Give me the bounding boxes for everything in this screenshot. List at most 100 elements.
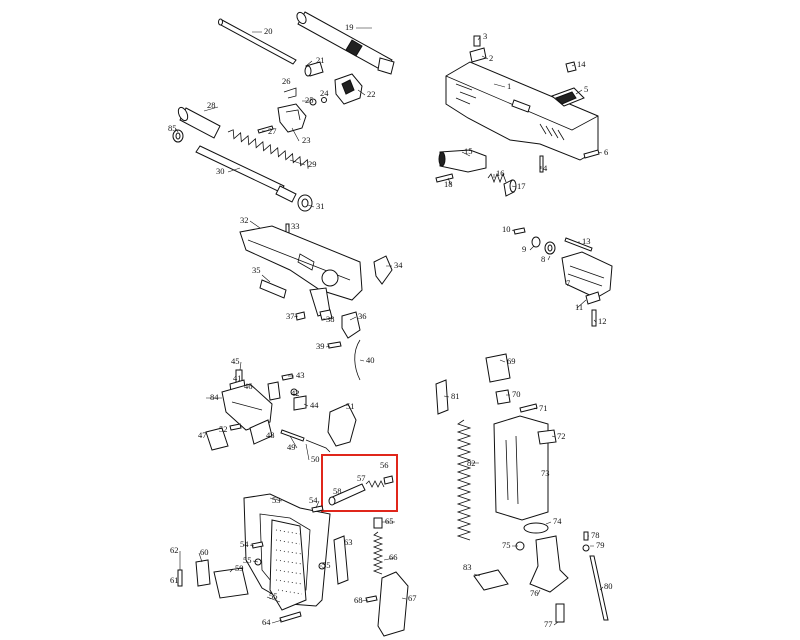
label-81: 81 — [451, 391, 460, 401]
label-55b: 55 — [322, 560, 331, 570]
part-80 — [589, 555, 609, 621]
part-50 — [305, 439, 331, 453]
label-78: 78 — [591, 530, 600, 540]
label-39: 39 — [316, 341, 325, 351]
part-51 — [327, 403, 357, 447]
part-3 — [473, 35, 481, 47]
label-13: 13 — [582, 236, 591, 246]
part-53-detail — [259, 513, 311, 593]
label-30: 30 — [216, 166, 225, 176]
part-19-muzzle — [296, 11, 307, 25]
part-38 — [319, 309, 333, 321]
part-19-barrel — [297, 11, 393, 73]
label-7: 7 — [566, 278, 570, 288]
label-12: 12 — [598, 316, 607, 326]
part-1-slide — [445, 61, 599, 161]
label-26: 26 — [282, 76, 291, 86]
label-60: 60 — [200, 547, 209, 557]
part-14 — [565, 61, 577, 73]
part-84 — [221, 383, 273, 431]
label-76: 76 — [530, 588, 539, 598]
label-74: 74 — [553, 516, 562, 526]
label-6: 6 — [604, 147, 608, 157]
part-64 — [279, 611, 302, 623]
part-22-detail — [341, 79, 355, 95]
label-51: 51 — [346, 401, 355, 411]
part-13 — [564, 237, 593, 252]
label-37: 37 — [286, 311, 295, 321]
label-8: 8 — [541, 254, 545, 264]
label-54a: 54 — [309, 495, 318, 505]
label-31: 31 — [316, 201, 325, 211]
label-17: 17 — [517, 181, 526, 191]
label-41: 41 — [233, 373, 242, 383]
part-78 — [583, 531, 589, 541]
label-15: 15 — [464, 146, 473, 156]
part-60 — [195, 559, 211, 587]
barrel-group — [172, 11, 395, 212]
part-47 — [205, 427, 229, 451]
label-84: 84 — [210, 392, 219, 402]
part-1-top — [445, 75, 599, 131]
label-79: 79 — [596, 540, 605, 550]
part-15 — [439, 149, 487, 173]
part-52 — [229, 423, 242, 431]
part-7-tab — [585, 291, 601, 305]
label-65: 65 — [385, 516, 394, 526]
label-59: 59 — [235, 563, 244, 573]
part-30-end — [275, 185, 297, 203]
part-18 — [435, 173, 454, 183]
part-25 — [309, 98, 317, 106]
part-23 — [277, 103, 307, 133]
part-29-spring — [227, 129, 309, 169]
part-32-hole — [321, 269, 339, 287]
part-67 — [377, 571, 409, 637]
part-74 — [523, 522, 549, 534]
part-84-detail — [231, 401, 263, 411]
part-36 — [341, 311, 361, 339]
part-69 — [485, 353, 511, 383]
part-21-face — [304, 65, 312, 77]
label-49: 49 — [287, 442, 296, 452]
label-61: 61 — [170, 575, 179, 585]
part-26 — [283, 87, 297, 99]
label-22: 22 — [367, 89, 376, 99]
grip-texture — [275, 529, 303, 595]
label-38: 38 — [326, 314, 335, 324]
label-57: 57 — [357, 473, 366, 483]
part-76 — [529, 535, 569, 593]
label-45: 45 — [231, 356, 240, 366]
part-77 — [555, 603, 565, 623]
label-36: 36 — [358, 311, 367, 321]
frame-group — [239, 223, 393, 381]
part-43 — [281, 373, 294, 381]
part-79 — [582, 544, 590, 552]
part-37-pin — [295, 311, 306, 321]
part-28-face — [177, 106, 189, 122]
label-10: 10 — [502, 224, 511, 234]
label-11: 11 — [575, 302, 583, 312]
label-40: 40 — [366, 355, 375, 365]
part-58-end — [328, 496, 336, 506]
label-69: 69 — [507, 356, 516, 366]
label-55c: 55 — [269, 591, 278, 601]
label-2: 2 — [489, 53, 493, 63]
label-77: 77 — [544, 619, 553, 629]
part-72 — [537, 429, 557, 445]
label-68: 68 — [354, 595, 363, 605]
part-66-spring — [372, 531, 384, 575]
part-20-end — [218, 18, 223, 26]
label-14: 14 — [577, 59, 586, 69]
label-24: 24 — [320, 88, 329, 98]
label-5: 5 — [584, 84, 588, 94]
part-7-detail — [567, 265, 605, 287]
label-75: 75 — [502, 540, 511, 550]
part-5-notch — [555, 91, 577, 105]
label-58: 58 — [333, 486, 342, 496]
part-12 — [591, 309, 597, 327]
label-72: 72 — [557, 431, 566, 441]
label-55a: 55 — [243, 555, 252, 565]
label-52: 52 — [219, 424, 228, 434]
